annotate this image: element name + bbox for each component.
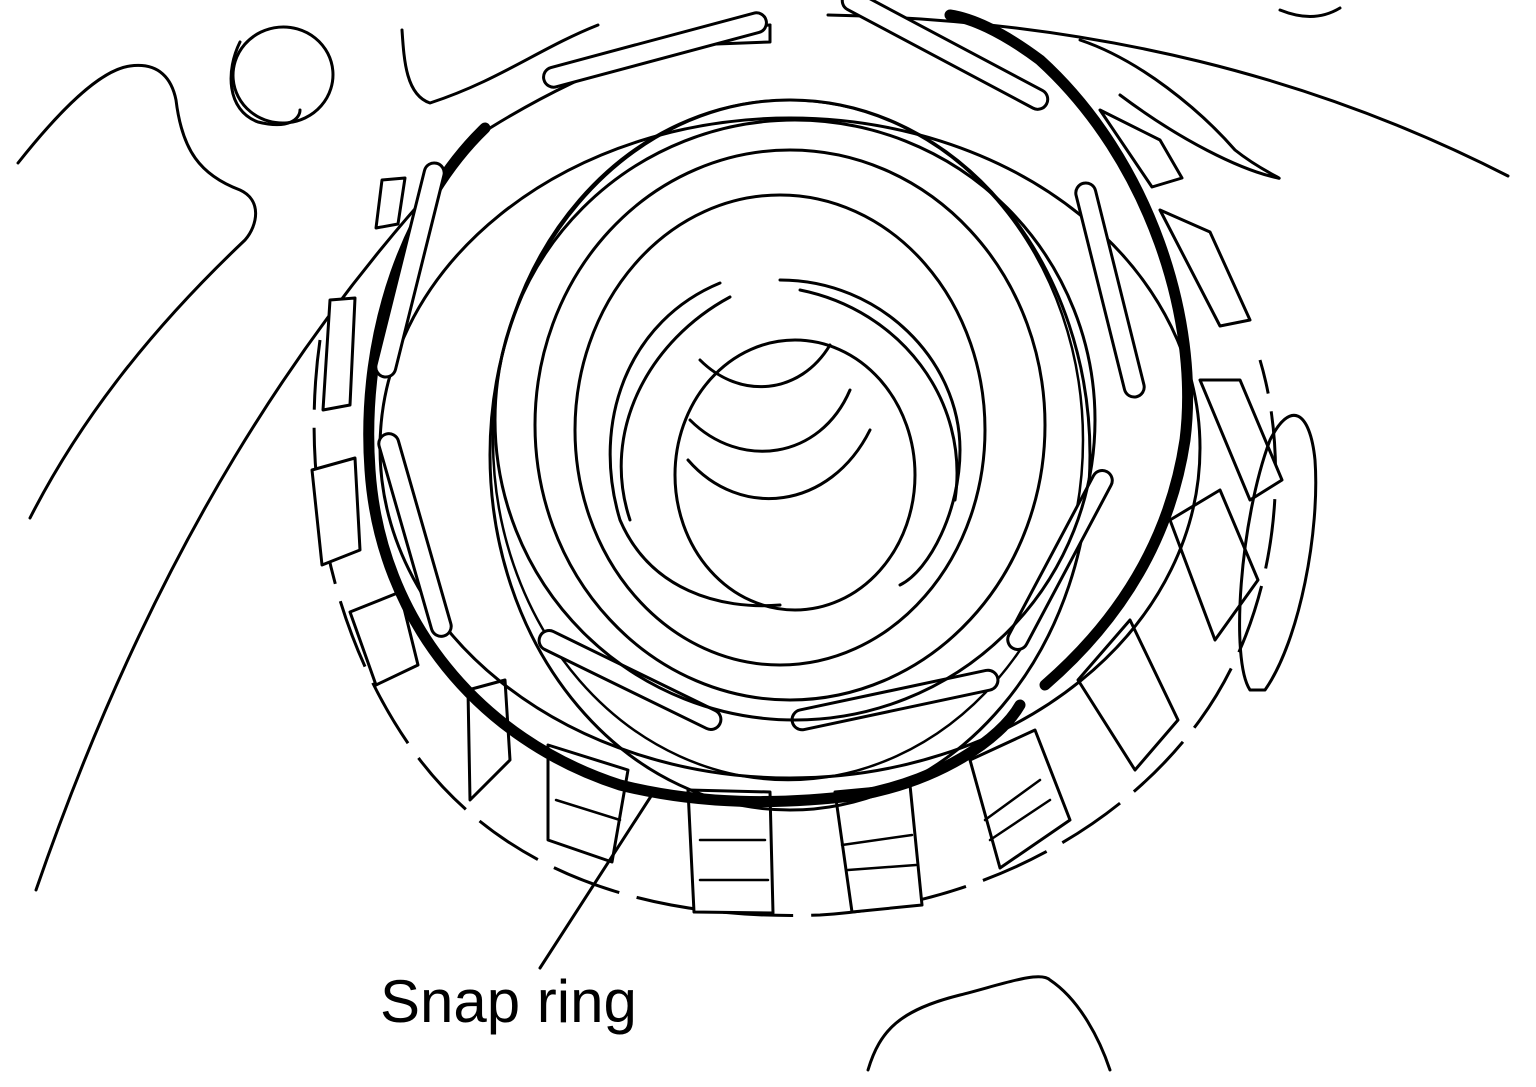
snap-ring-label: Snap ring [380,968,637,1035]
snap-ring [363,122,1026,808]
hub-ring-1 [493,118,1097,722]
oval-tab [1238,414,1318,692]
hub-ring-3 [573,193,987,667]
upper-lug [1078,38,1281,180]
hub-ring-2 [533,148,1047,702]
hub-ring-4 [608,281,782,608]
drum-splines [310,108,1284,915]
drum-slots [374,0,1146,732]
center-bore [673,338,917,612]
snap-ring-right [944,9,1194,691]
drum-outer-dashed-edge [312,339,1278,917]
drum-rim-inner [488,98,1092,812]
snap-ring-leader-line [538,788,657,970]
